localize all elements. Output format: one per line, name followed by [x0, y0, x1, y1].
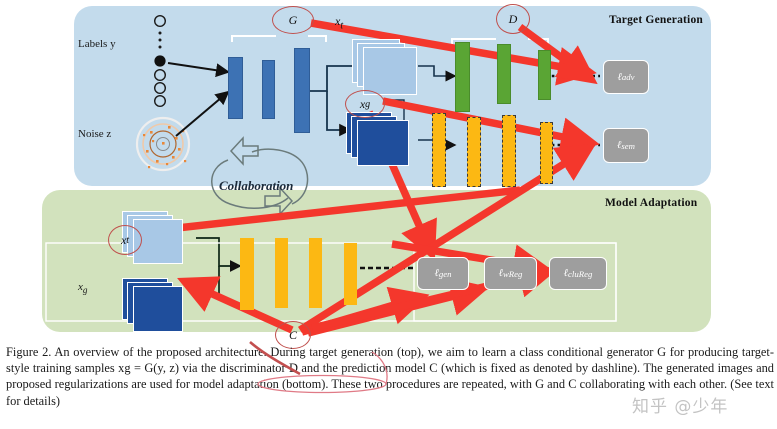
classifier-fixed-layer-2 — [467, 117, 481, 187]
label-xg-bottom: xg — [78, 281, 88, 296]
discriminator-layer-2 — [497, 44, 511, 104]
figure-canvas: Target Generation Model Adaptation — [42, 4, 711, 349]
label-xt-top: xt — [335, 14, 344, 32]
red-arrow-xg-to-lsem — [382, 97, 600, 156]
labels-y-nodes — [153, 14, 166, 107]
connector-xt-bottom-to-classifier — [196, 237, 242, 272]
connector-xt-to-discriminator — [418, 65, 457, 82]
loss-group-outline — [413, 242, 617, 322]
panel-title-model-adaptation: Model Adaptation — [605, 197, 698, 209]
connector-generator-to-xt — [310, 65, 357, 92]
token-circle-G: G — [272, 6, 314, 34]
brace-generator — [231, 35, 327, 42]
connector-generator-to-xg — [326, 91, 352, 137]
panel-title-target-generation: Target Generation — [609, 14, 704, 26]
classifier-fixed-layer-3 — [502, 115, 516, 187]
red-arrow-xt-bottom-long — [140, 186, 521, 236]
token-circle-D: D — [496, 4, 530, 34]
caption-prefix: Figure 2. — [6, 345, 52, 359]
generator-layer-3 — [294, 48, 310, 133]
collaboration-arrow-head-up — [229, 136, 259, 166]
caption-text: An overview of the proposed architecture… — [6, 345, 775, 408]
generator-layer-2 — [262, 60, 275, 119]
label-labels-y: Labels y — [78, 38, 116, 50]
label-noise-z: Noise z — [78, 128, 112, 140]
arrow-labels-to-generator — [167, 62, 230, 78]
arrow-noise-to-generator — [175, 90, 230, 137]
classifier-trainable-layer-1 — [240, 238, 254, 310]
classifier-fixed-layer-4 — [540, 122, 553, 184]
noise-z-glyph — [135, 116, 191, 172]
classifier-trainable-layer-3 — [309, 238, 322, 308]
discriminator-layer-1 — [455, 42, 470, 112]
figure-caption: Figure 2. An overview of the proposed ar… — [6, 344, 774, 409]
generator-layer-1 — [228, 57, 243, 119]
red-arrow-d-to-ladv — [517, 23, 598, 85]
classifier-fixed-layer-1 — [432, 113, 446, 187]
label-collaboration: Collaboration — [219, 178, 294, 193]
classifier-trainable-layer-2 — [275, 238, 288, 308]
discriminator-layer-3 — [538, 50, 551, 100]
collaboration-arrow-head-down — [264, 186, 294, 216]
connector-layer — [45, 14, 617, 337]
classifier-trainable-layer-4 — [344, 243, 357, 305]
